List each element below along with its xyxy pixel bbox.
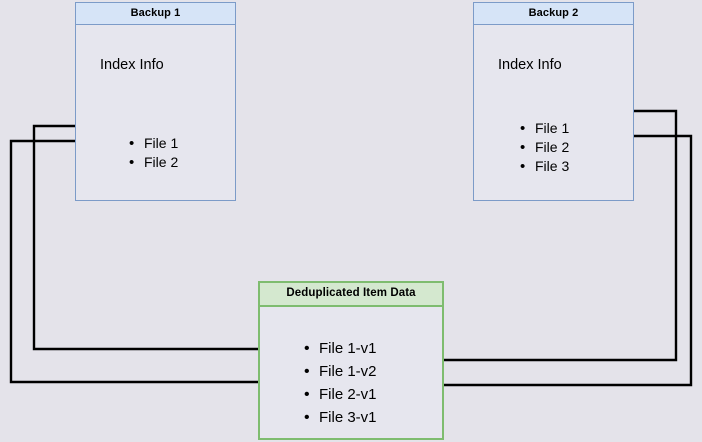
- list-item[interactable]: File 3: [520, 157, 569, 176]
- node-backup-2-title: Backup 2: [474, 3, 633, 25]
- connector-backup2-file2-to-dedup-file2v1: [393, 134, 693, 389]
- node-backup-2[interactable]: Backup 2 Index Info File 1 File 2 File 3: [473, 2, 634, 201]
- list-item[interactable]: File 1: [520, 119, 569, 138]
- list-item[interactable]: File 3-v1: [304, 406, 377, 429]
- node-deduplicated-item-data-title: Deduplicated Item Data: [260, 283, 442, 307]
- file-list-dedup: File 1-v1 File 1-v2 File 2-v1 File 3-v1: [304, 337, 377, 429]
- list-item[interactable]: File 1-v1: [304, 337, 377, 360]
- connector-backup2-file1-to-dedup-file1v2: [393, 109, 678, 364]
- node-backup-1-body: Index Info File 1 File 2: [76, 25, 235, 200]
- node-backup-1-title: Backup 1: [76, 3, 235, 25]
- list-item[interactable]: File 2: [129, 153, 178, 172]
- connector-backup1-file2-to-dedup-file2v1: [9, 139, 297, 386]
- list-item[interactable]: File 2-v1: [304, 383, 377, 406]
- file-list-backup-2: File 1 File 2 File 3: [520, 119, 569, 176]
- file-list-backup-1: File 1 File 2: [129, 134, 178, 172]
- list-item[interactable]: File 2: [520, 138, 569, 157]
- node-backup-2-body: Index Info File 1 File 2 File 3: [474, 25, 633, 200]
- node-backup-1[interactable]: Backup 1 Index Info File 1 File 2: [75, 2, 236, 201]
- node-deduplicated-item-data[interactable]: Deduplicated Item Data File 1-v1 File 1-…: [258, 281, 444, 440]
- node-deduplicated-item-data-body: File 1-v1 File 1-v2 File 2-v1 File 3-v1: [260, 307, 442, 438]
- list-item[interactable]: File 1-v2: [304, 360, 377, 383]
- index-info-label-backup-1: Index Info: [100, 57, 164, 73]
- index-info-label-backup-2: Index Info: [498, 57, 562, 73]
- list-item[interactable]: File 1: [129, 134, 178, 153]
